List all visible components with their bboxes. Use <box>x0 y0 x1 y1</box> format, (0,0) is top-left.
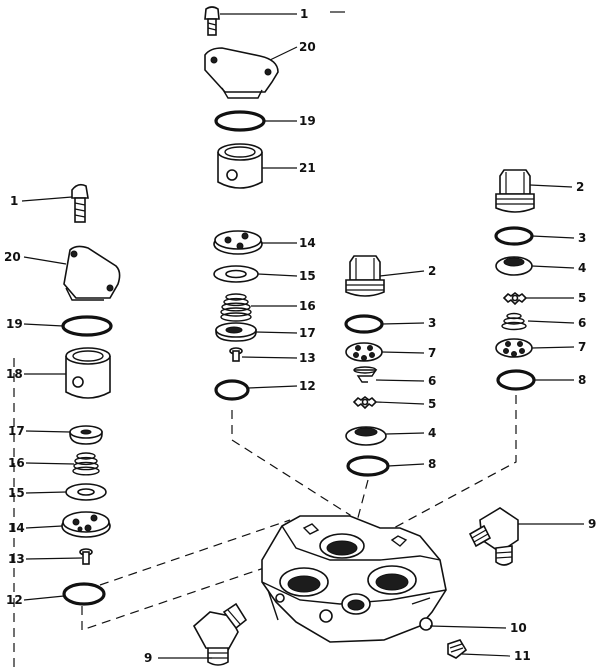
oring-3-right <box>494 226 534 246</box>
callout-washer-15-center: 15 <box>299 269 316 283</box>
callout-plug-11: 11 <box>514 649 531 663</box>
callout-oring-12-center: 12 <box>299 379 316 393</box>
star-washer-5-middle <box>352 396 378 410</box>
sleeve-21-top <box>217 143 263 189</box>
callout-cover-20-top: 20 <box>299 40 316 54</box>
pump-head-manifold <box>261 515 447 643</box>
plate-14-left <box>61 511 111 538</box>
callout-retainer-17-center: 17 <box>299 326 316 340</box>
oring-3-middle <box>344 314 384 334</box>
plug-11 <box>447 639 468 659</box>
pin-13-center <box>229 347 243 362</box>
bolt-1-left <box>71 183 89 223</box>
callout-bolt-1-left: 1 <box>10 194 18 208</box>
spring-16-left <box>72 452 100 476</box>
callout-labels: 1 20 19 21 2 3 4 5 6 7 8 14 15 16 17 13 … <box>4 7 596 665</box>
callout-plate-14-left: 14 <box>8 521 25 535</box>
callout-sleeve-18-left: 18 <box>6 367 23 381</box>
seat-4-middle <box>345 426 387 446</box>
callout-oring-12-left: 12 <box>6 593 23 607</box>
spring-6-right <box>501 312 527 331</box>
star-washer-5-right <box>502 292 528 306</box>
callout-oring-8-middle: 8 <box>428 457 436 471</box>
pin-13-left <box>79 548 93 565</box>
callout-spring-6-right: 6 <box>578 316 586 330</box>
oring-8-right <box>496 369 536 391</box>
spring-6-middle <box>353 366 378 383</box>
callout-disc-7-middle: 7 <box>428 346 436 360</box>
oring-12-center <box>214 379 250 401</box>
callout-oring-8-right: 8 <box>578 373 586 387</box>
callout-oring-19-top: 19 <box>299 114 316 128</box>
callout-spring-16-center: 16 <box>299 299 316 313</box>
callout-oring-3-middle: 3 <box>428 316 436 330</box>
callout-seat-4-right: 4 <box>578 261 586 275</box>
disc-7-right <box>495 338 533 358</box>
leader-lines <box>21 13 584 659</box>
bolt-1-top <box>204 6 220 36</box>
retainer-17-center <box>215 322 257 342</box>
callout-star-washer-5-right: 5 <box>578 291 586 305</box>
callout-plate-14-center: 14 <box>299 236 316 250</box>
washer-15-center <box>213 265 259 283</box>
plug-2-right <box>495 169 535 213</box>
callout-oring-3-right: 3 <box>578 231 586 245</box>
callout-cover-20-left: 20 <box>4 250 21 264</box>
callout-seat-4-middle: 4 <box>428 426 436 440</box>
plug-2-middle <box>345 255 385 297</box>
disc-7-middle <box>345 342 383 362</box>
callout-pin-13-left: 13 <box>8 552 25 566</box>
callout-retainer-17-left: 17 <box>8 424 25 438</box>
callout-disc-7-right: 7 <box>578 340 586 354</box>
callout-washer-15-left: 15 <box>8 486 25 500</box>
cover-20-left <box>63 245 121 301</box>
callout-star-washer-5-middle: 5 <box>428 397 436 411</box>
callout-pump-head-10: 10 <box>510 621 527 635</box>
elbow-9-right <box>468 507 519 566</box>
oring-19-left <box>61 315 113 337</box>
plate-14-center <box>213 230 263 255</box>
cover-20-top <box>204 47 279 99</box>
elbow-9-bottom <box>192 602 248 666</box>
washer-15-left <box>65 483 107 501</box>
seat-4-right <box>495 256 533 276</box>
callout-plug-2-middle: 2 <box>428 264 436 278</box>
callout-pin-13-center: 13 <box>299 351 316 365</box>
callout-elbow-9-right: 9 <box>588 517 596 531</box>
callout-sleeve-21-top: 21 <box>299 161 316 175</box>
right-stack-line <box>389 395 517 531</box>
callout-elbow-9-bottom: 9 <box>144 651 152 665</box>
retainer-17-left <box>69 425 103 445</box>
oring-8-middle <box>346 455 390 477</box>
callout-bolt-1-top: 1 <box>300 7 308 21</box>
spring-16-center <box>220 293 252 322</box>
left-head-line-top <box>99 519 291 586</box>
oring-19-top <box>214 110 266 132</box>
callout-spring-6-middle: 6 <box>428 374 436 388</box>
callout-spring-16-left: 16 <box>8 456 25 470</box>
callout-plug-2-right: 2 <box>576 180 584 194</box>
left-to-head-line-bottom <box>81 567 265 631</box>
oring-12-left <box>62 582 106 606</box>
sleeve-18-left <box>65 347 111 399</box>
callout-oring-19-left: 19 <box>6 317 23 331</box>
